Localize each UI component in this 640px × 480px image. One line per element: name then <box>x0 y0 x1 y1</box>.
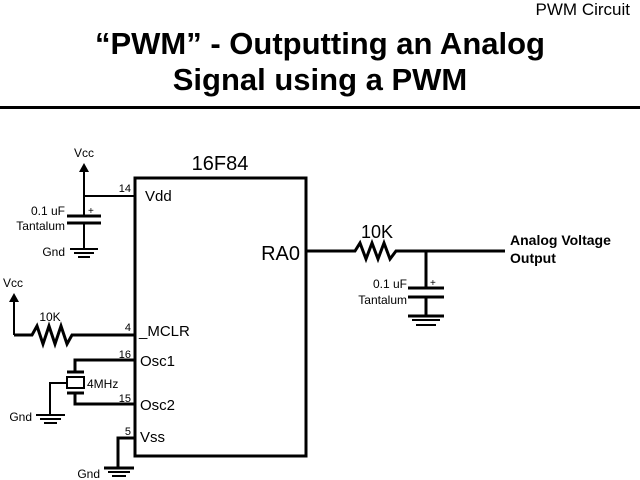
crystal-value: 4MHz <box>87 377 118 391</box>
mclr-resistor <box>14 321 135 349</box>
rc-filter-net: 10K + 0.1 uF Tantalum Analog Voltage Out… <box>306 222 611 326</box>
pin-number-4: 4 <box>125 322 131 334</box>
vcc-arrow-icon <box>79 163 89 172</box>
title-line-2: Signal using a PWM <box>172 62 468 97</box>
pin-number-15: 15 <box>119 393 131 405</box>
chip-name: 16F84 <box>192 153 249 175</box>
crystal-icon <box>66 376 85 389</box>
vss-net: Gnd <box>77 436 135 480</box>
pin-label-osc2: Osc2 <box>140 397 175 414</box>
filter-resistor-value: 10K <box>361 222 393 242</box>
pin-number-14: 14 <box>119 183 131 195</box>
svg-text:+: + <box>88 206 94 217</box>
pin-label-mclr: _MCLR <box>138 323 190 340</box>
vcc-label-top: Vcc <box>74 146 94 160</box>
pin-number-5: 5 <box>125 426 131 438</box>
slide-title: “PWM” - Outputting an Analog Signal usin… <box>0 26 640 98</box>
filter-cap-type: Tantalum <box>358 293 407 307</box>
mclr-net: Vcc 10K <box>3 276 135 349</box>
filter-cap-value: 0.1 uF <box>373 277 407 291</box>
decoupling-cap-value: 0.1 uF <box>31 204 65 218</box>
crystal-ground-label: Gnd <box>9 410 32 424</box>
vdd-supply-net: Vcc + 0.1 uF Tantalum Gnd <box>16 146 135 259</box>
decoupling-cap-type: Tantalum <box>16 219 65 233</box>
pin-label-ra0: RA0 <box>261 243 300 265</box>
output-label-line-1: Analog Voltage <box>510 232 611 248</box>
pin-label-osc1: Osc1 <box>140 353 175 370</box>
vcc-arrow-icon <box>9 293 19 302</box>
crystal-net: 4MHz Gnd <box>9 358 135 424</box>
pin-number-16: 16 <box>119 349 131 361</box>
svg-text:+: + <box>430 278 436 289</box>
pin-label-vss: Vss <box>140 429 165 446</box>
title-divider <box>0 106 640 109</box>
mclr-resistor-value: 10K <box>39 310 60 324</box>
chip-body <box>133 176 308 458</box>
decoupling-cap-ground: Gnd <box>42 245 65 259</box>
title-line-1: “PWM” - Outputting an Analog <box>95 26 545 61</box>
slide-header-tag: PWM Circuit <box>535 0 630 19</box>
pin-label-vdd: Vdd <box>145 188 172 205</box>
filter-resistor <box>306 238 505 264</box>
vss-ground-label: Gnd <box>77 467 100 480</box>
vcc-label-mclr: Vcc <box>3 276 23 290</box>
output-label-line-2: Output <box>510 250 556 266</box>
